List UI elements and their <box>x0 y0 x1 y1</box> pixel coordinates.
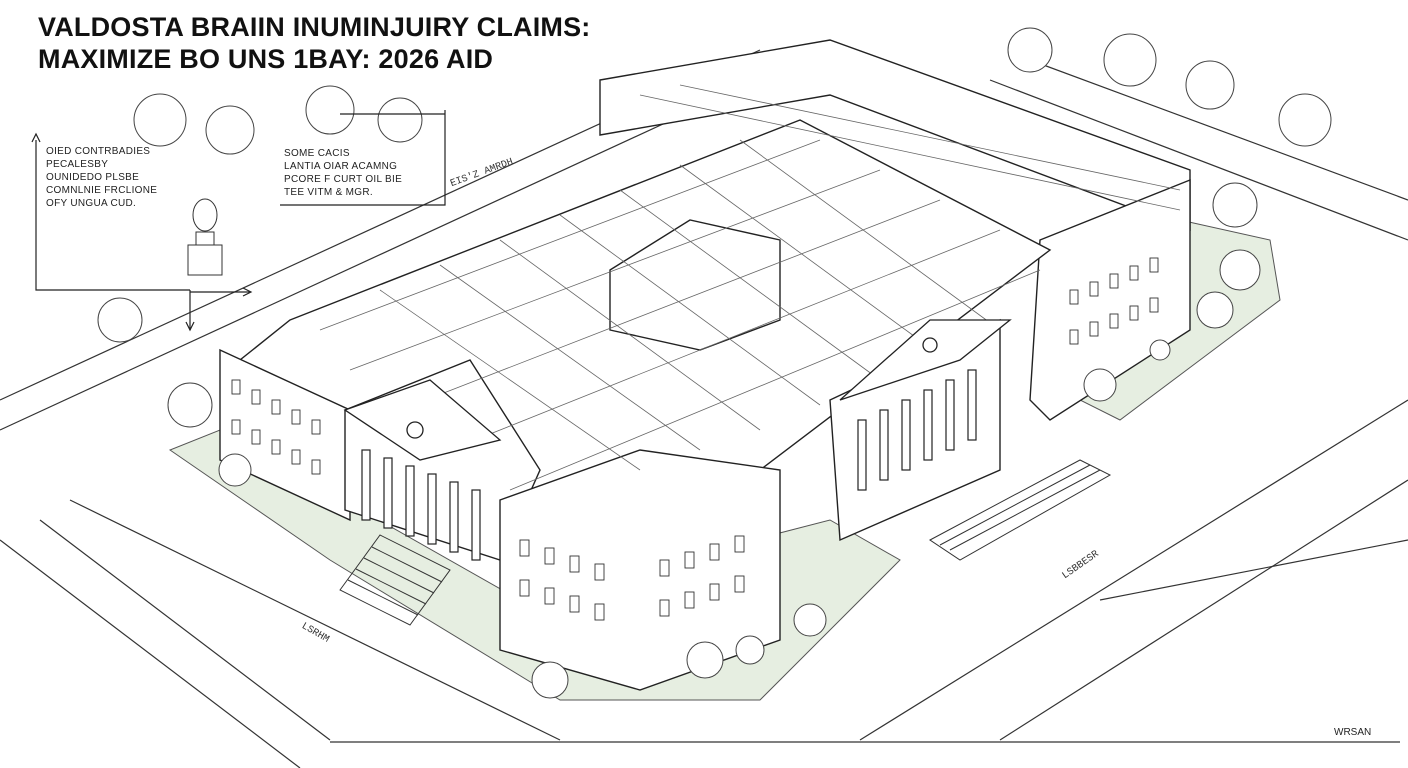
left-note-line: COMNLNIE FRCLIONE <box>46 185 158 196</box>
left-callout-note: OIED CONTRBADIES PECALESBY OUNIDEDO PLSB… <box>46 145 157 210</box>
callout-frames <box>31 110 446 332</box>
left-note-line: OIED CONTRBADIES <box>46 146 151 157</box>
left-note-line: PECALESBY <box>46 159 109 170</box>
windows <box>231 257 1159 621</box>
trophy-sketch <box>187 198 223 276</box>
left-note-line: OUNIDEDO PLSBE <box>46 172 140 183</box>
stairs <box>339 459 1112 626</box>
roof-grid <box>319 84 1181 491</box>
middle-note-line: LANTIA OIAR ACAMNG <box>284 161 398 172</box>
middle-note-line: SOME CACIS <box>284 148 350 159</box>
trees <box>97 27 1332 699</box>
artist-signature: WRSAN <box>1334 727 1372 738</box>
left-note-line: OFY UNGUA CUD. <box>46 198 137 209</box>
columns <box>361 369 977 561</box>
page-title-line-1: VALDOSTA BRAIIN INUMINJUIRY CLAIMS: <box>38 12 591 42</box>
pediments <box>343 319 1012 461</box>
middle-note-line: PCORE F CURT OIL BIE <box>284 174 403 185</box>
page-title-line-2: MAXIMIZE BO UNS 1BAY: 2026 AID <box>38 44 494 74</box>
middle-note-line: TEE VITM & MGR. <box>284 187 373 198</box>
building <box>219 39 1191 691</box>
middle-callout-note: SOME CACIS LANTIA OIAR ACAMNG PCORE F CU… <box>284 147 402 199</box>
